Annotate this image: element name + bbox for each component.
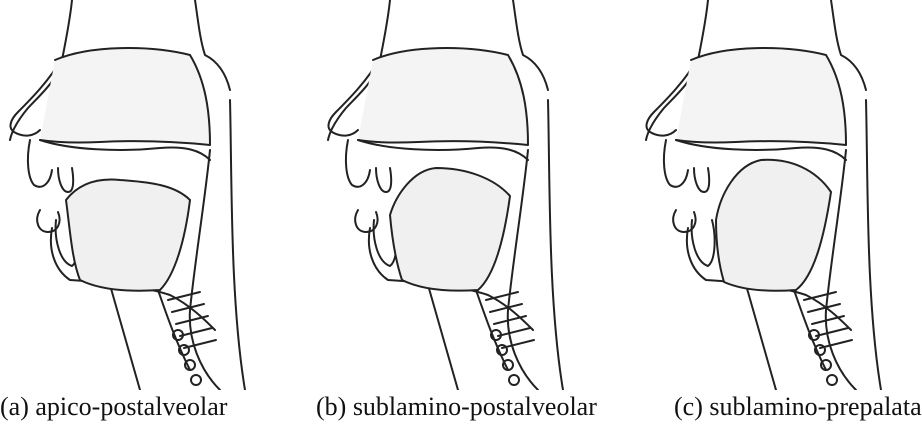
upper-lip [28, 140, 52, 187]
neck-front [110, 285, 140, 390]
vocal-tract-drawing-b [318, 0, 618, 390]
pharynx-wall [826, 150, 856, 390]
figure-b [318, 0, 618, 436]
neck-back [866, 100, 881, 390]
upper-teeth [694, 168, 709, 192]
caption-a: (a) apico-postalveolar [0, 392, 227, 422]
upper-teeth [58, 168, 73, 192]
neck-back [230, 100, 245, 390]
nasal-cavity [40, 48, 210, 145]
nasal-cavity [676, 48, 846, 145]
figure-a [0, 0, 300, 436]
upper-lip [664, 140, 688, 187]
lower-teeth [692, 220, 715, 266]
figure-c [636, 0, 922, 436]
tongue-sublamino-post [390, 168, 510, 291]
vertebra [509, 375, 519, 385]
larynx [476, 290, 508, 370]
vertebra [827, 375, 837, 385]
pharynx-wall [190, 150, 220, 390]
neck-front [428, 285, 458, 390]
caption-c: (c) sublamino-prepalatal [674, 392, 922, 422]
pharynx-wall [508, 150, 538, 390]
vocal-tract-drawing-c [636, 0, 922, 390]
tongue-apico [66, 180, 190, 291]
larynx [158, 290, 190, 370]
nasal-cavity [358, 48, 528, 145]
caption-b: (b) sublamino-postalveolar [316, 392, 597, 422]
upper-teeth [376, 168, 391, 192]
upper-lip [346, 140, 370, 187]
larynx [794, 290, 826, 370]
neck-front [746, 285, 776, 390]
tongue-sublamino-pre [716, 160, 831, 291]
neck-back [548, 100, 563, 390]
vocal-tract-drawing-a [0, 0, 300, 390]
vertebra [191, 375, 201, 385]
